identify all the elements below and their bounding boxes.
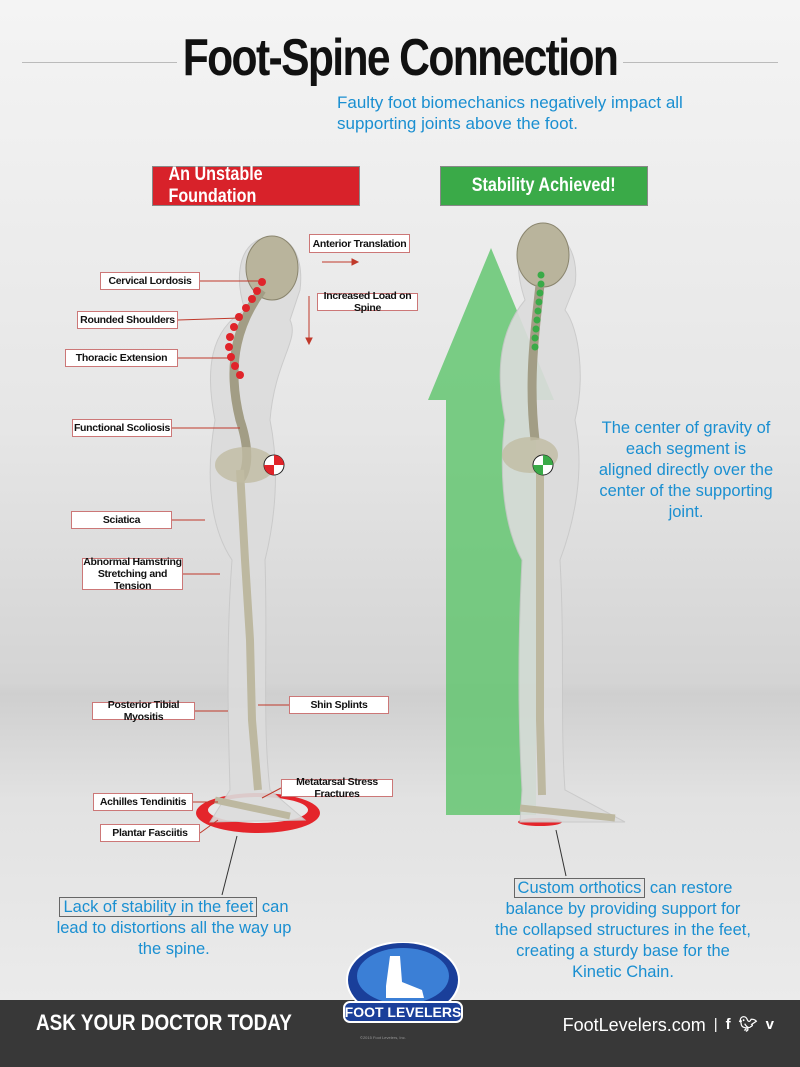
label-plantar-fasciitis: Plantar Fasciitis: [100, 824, 200, 842]
label-functional-scoliosis: Functional Scoliosis: [72, 419, 172, 437]
label-increased-load: Increased Load on Spine: [317, 290, 418, 314]
label-metatarsal-stress-fractures: Metatarsal Stress Fractures: [281, 776, 393, 800]
twitter-icon[interactable]: 🐦︎: [738, 1016, 758, 1033]
label-shin-splints: Shin Splints: [289, 696, 389, 714]
subtitle: Faulty foot biomechanics negatively impa…: [337, 93, 683, 133]
page-title: Foot-Spine Connection: [182, 29, 619, 87]
left-skeleton: [209, 235, 307, 823]
foot-levelers-logo[interactable]: FOOT LEVELERS: [342, 941, 464, 1024]
label-sciatica: Sciatica: [71, 511, 172, 529]
label-rounded-shoulders: Rounded Shoulders: [77, 311, 178, 329]
right-caption-highlight: Custom orthotics: [513, 878, 646, 898]
right-caption-rest: can restore balance by providing support…: [495, 879, 751, 981]
center-of-gravity-marker-green: [532, 454, 554, 476]
stability-description: The center of gravity of each segment is…: [598, 419, 774, 521]
facebook-icon[interactable]: f: [725, 1016, 731, 1033]
logo-text: FOOT LEVELERS: [345, 1004, 462, 1020]
stable-banner: Stability Achieved!: [440, 166, 648, 206]
right-caption: Custom orthotics can restore balance by …: [494, 878, 752, 983]
unstable-banner: An Unstable Foundation: [152, 164, 360, 207]
copyright: ©2015 Foot Levelers, Inc.: [360, 1035, 406, 1040]
vimeo-icon[interactable]: v: [765, 1016, 774, 1033]
footer-cta: ASK YOUR DOCTOR TODAY: [36, 1010, 292, 1035]
website-link[interactable]: FootLevelers.com: [562, 1015, 706, 1035]
label-thoracic-extension: Thoracic Extension: [65, 349, 178, 367]
right-skeleton: [499, 222, 626, 823]
divider: |: [713, 1016, 718, 1033]
title-rule-right: [623, 62, 778, 63]
label-achilles-tendinitis: Achilles Tendinitis: [93, 793, 193, 811]
label-hamstring: Abnormal Hamstring Stretching and Tensio…: [82, 556, 183, 592]
label-cervical-lordosis: Cervical Lordosis: [100, 272, 200, 290]
title-rule-left: [22, 62, 177, 63]
left-caption-highlight: Lack of stability in the feet: [59, 897, 258, 917]
skeleton-illustrations: [172, 222, 626, 896]
label-anterior-translation: Anterior Translation: [309, 234, 410, 253]
foot-logo-icon: [386, 956, 424, 998]
center-of-gravity-marker-red: [263, 454, 285, 476]
left-caption-rest: can lead to distortions all the way up t…: [56, 898, 292, 958]
left-caption: Lack of stability in the feet can lead t…: [50, 897, 298, 960]
footer-links: FootLevelers.com | f 🐦︎ v: [563, 1014, 774, 1036]
label-posterior-tibial-myositis: Posterior Tibial Myositis: [92, 699, 195, 723]
